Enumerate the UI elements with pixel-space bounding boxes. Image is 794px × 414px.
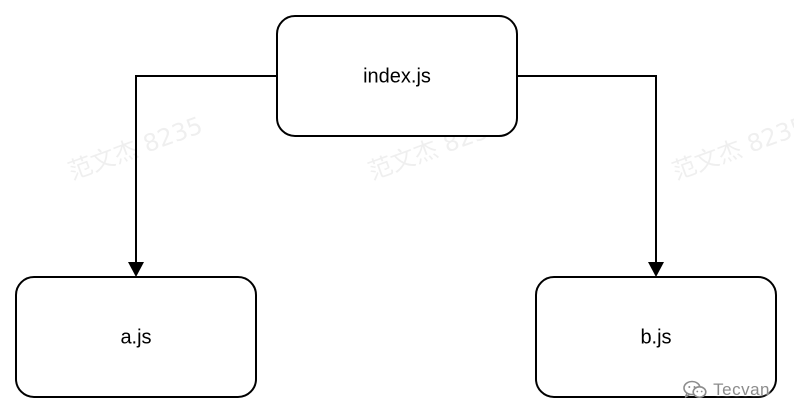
node-b-js: b.js bbox=[535, 276, 777, 398]
node-box bbox=[535, 276, 777, 398]
connector-line bbox=[135, 75, 277, 264]
brand-name: Tecvan bbox=[713, 380, 770, 399]
brand-mark: Tecvan bbox=[683, 380, 770, 400]
arrowhead-icon bbox=[128, 262, 144, 277]
connector-line bbox=[517, 75, 657, 264]
edge-index-to-a bbox=[128, 75, 277, 277]
wechat-icon bbox=[683, 380, 707, 400]
edge-index-to-b bbox=[517, 75, 664, 277]
node-box bbox=[15, 276, 257, 398]
watermark-text: 范文杰 8235 bbox=[668, 111, 794, 185]
node-box bbox=[276, 15, 518, 137]
node-a-js: a.js bbox=[15, 276, 257, 398]
arrowhead-icon bbox=[648, 262, 664, 277]
node-label: b.js bbox=[640, 326, 671, 348]
node-index-js: index.js bbox=[276, 15, 518, 137]
node-label: index.js bbox=[363, 65, 431, 87]
node-label: a.js bbox=[120, 326, 151, 348]
